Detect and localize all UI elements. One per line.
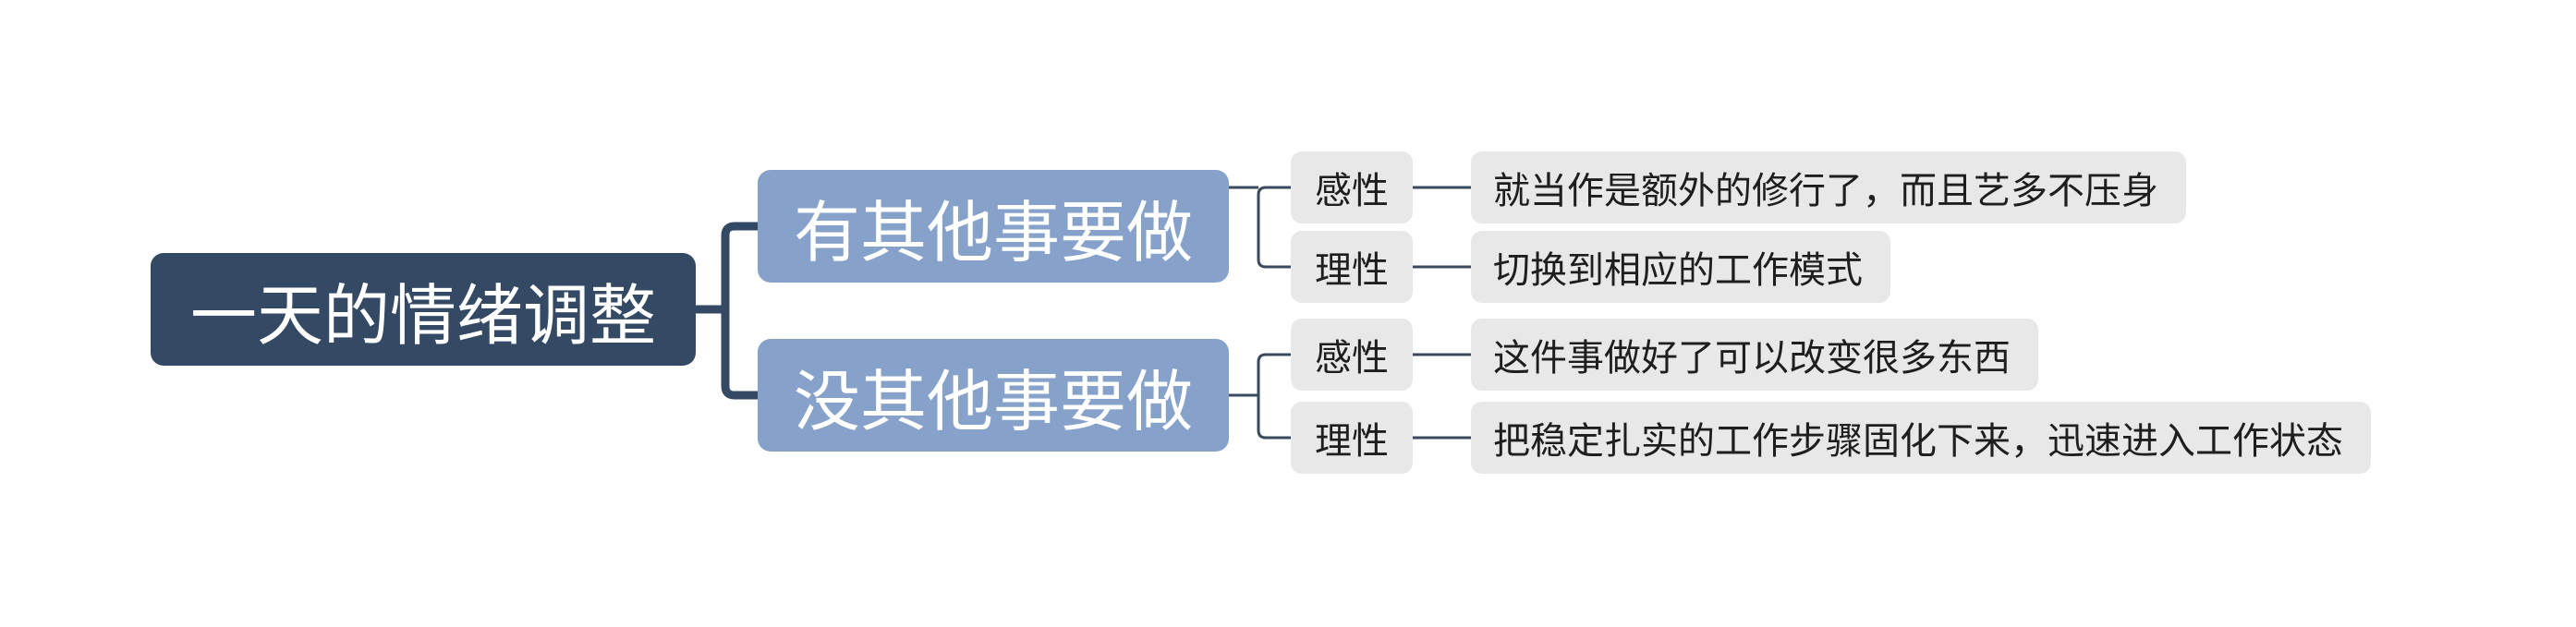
branch-topic-label: 有其他事要做 <box>793 193 1193 271</box>
leaf-topic-label: 这件事做好了可以改变很多东西 <box>1493 337 2011 380</box>
subtopic-rational[interactable]: 理性 <box>1291 402 1413 474</box>
leaf-topic[interactable]: 把稳定扎实的工作步骤固化下来，迅速进入工作状态 <box>1471 402 2371 474</box>
subtopic-rational[interactable]: 理性 <box>1291 231 1413 303</box>
branch-2-connector <box>1229 353 1291 440</box>
leaf-topic-label: 就当作是额外的修行了，而且艺多不压身 <box>1493 170 2158 212</box>
branch-topic-2[interactable]: 没其他事要做 <box>758 339 1229 452</box>
subtopic-label: 理性 <box>1315 249 1389 292</box>
subtopic-label: 理性 <box>1315 420 1389 463</box>
leaf-topic[interactable]: 切换到相应的工作模式 <box>1471 231 1890 303</box>
leaf-topic-label: 把稳定扎实的工作步骤固化下来，迅速进入工作状态 <box>1493 420 2343 463</box>
subtopic-label: 感性 <box>1315 170 1389 212</box>
branch-1-connector <box>1229 186 1291 269</box>
root-connector <box>696 222 758 400</box>
branch-topic-label: 没其他事要做 <box>793 362 1193 440</box>
leaf-topic-label: 切换到相应的工作模式 <box>1493 249 1863 292</box>
subtopic-label: 感性 <box>1315 337 1389 380</box>
root-topic[interactable]: 一天的情绪调整 <box>151 253 696 366</box>
subtopic-emotional[interactable]: 感性 <box>1291 151 1413 223</box>
branch-topic-1[interactable]: 有其他事要做 <box>758 170 1229 283</box>
leaf-topic[interactable]: 就当作是额外的修行了，而且艺多不压身 <box>1471 151 2186 223</box>
root-topic-label: 一天的情绪调整 <box>189 276 656 355</box>
leaf-topic[interactable]: 这件事做好了可以改变很多东西 <box>1471 319 2038 391</box>
type-leaf-connectors <box>1413 186 1471 440</box>
subtopic-emotional[interactable]: 感性 <box>1291 319 1413 391</box>
